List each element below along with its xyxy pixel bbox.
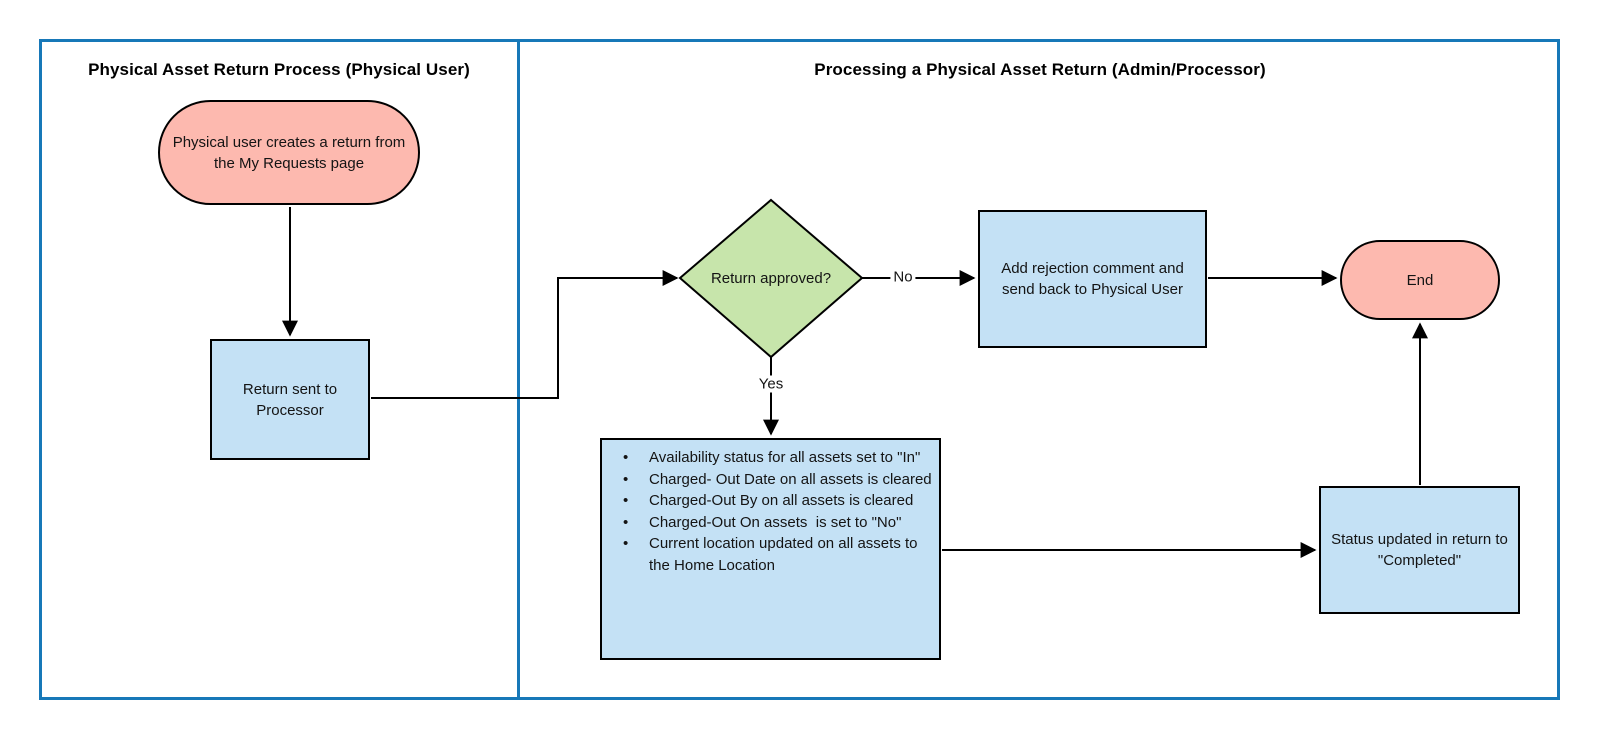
swimlane-divider	[517, 39, 520, 700]
decision-return-approved-label: Return approved?	[710, 269, 832, 287]
process-return-sent: Return sent to Processor	[210, 339, 370, 460]
update-item: Current location updated on all assets t…	[602, 533, 935, 576]
update-item-text: Charged-Out On assets is set to "No"	[649, 513, 902, 531]
updates-list: Availability status for all assets set t…	[602, 447, 935, 576]
update-item: Availability status for all assets set t…	[602, 447, 935, 469]
update-item: Charged- Out Date on all assets is clear…	[602, 469, 935, 491]
lane-title-physical-user: Physical Asset Return Process (Physical …	[88, 60, 470, 79]
start-terminator: Physical user creates a return from the …	[158, 100, 420, 205]
swimlane-frame	[39, 39, 1560, 700]
edge-label-no: No	[890, 268, 916, 286]
update-item-text: Charged-Out By on all assets is cleared	[649, 492, 914, 509]
update-item: Charged-Out By on all assets is cleared	[602, 490, 935, 512]
process-updates-list: Availability status for all assets set t…	[600, 438, 941, 660]
update-item-text: Current location updated on all assets t…	[649, 535, 922, 574]
lane-title-admin-processor: Processing a Physical Asset Return (Admi…	[814, 60, 1266, 79]
process-rejection: Add rejection comment and send back to P…	[978, 210, 1207, 348]
process-status-updated: Status updated in return to "Completed"	[1319, 486, 1520, 614]
update-item: Charged-Out On assets is set to "No"	[602, 512, 935, 534]
edge-label-yes: Yes	[755, 375, 787, 393]
update-item-text: Charged- Out Date on all assets is clear…	[649, 470, 932, 488]
update-item-text: Availability status for all assets set t…	[649, 449, 921, 466]
end-terminator: End	[1340, 240, 1500, 320]
